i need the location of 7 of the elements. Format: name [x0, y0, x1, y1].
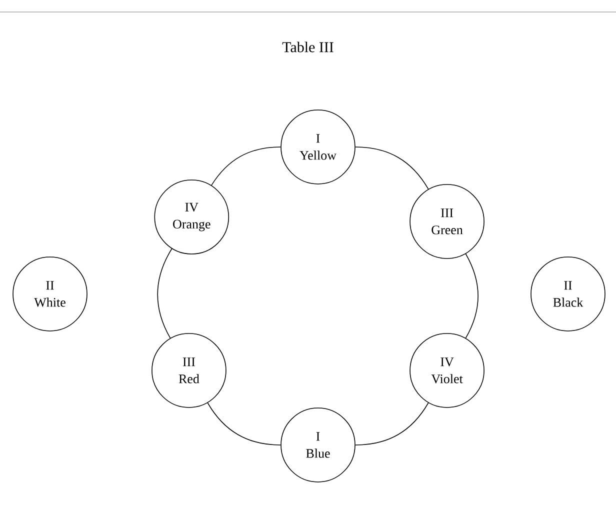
- title: Table III: [282, 42, 334, 52]
- ring-arc: [211, 146, 281, 186]
- ring-arc: [355, 402, 429, 446]
- ring-arc: [355, 146, 429, 190]
- ring-arc: [157, 248, 172, 338]
- ring-arc: [465, 253, 478, 338]
- ring-arc: [207, 402, 281, 446]
